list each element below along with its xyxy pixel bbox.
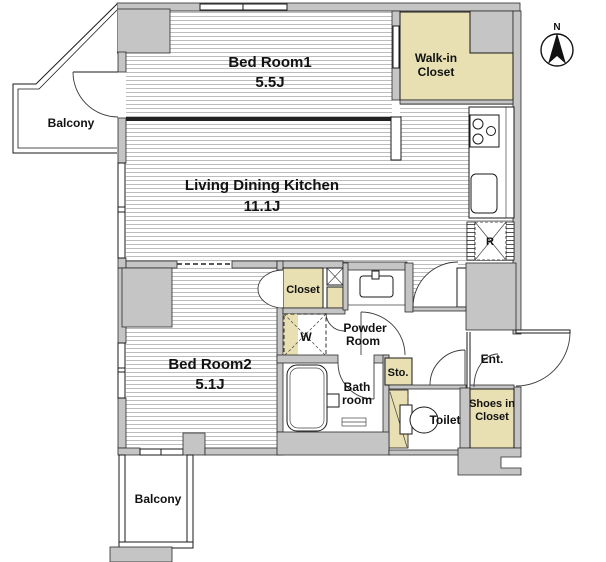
bedroom1-label: Bed Room1 — [228, 54, 311, 71]
walkin-label-2: Closet — [418, 65, 455, 79]
washer-label: W — [300, 330, 312, 344]
ldk-floor — [126, 103, 514, 308]
balcony-top-label: Balcony — [48, 116, 95, 130]
bedroom2-window — [117, 342, 126, 399]
powder-label-1: Powder — [343, 321, 387, 335]
refrigerator-label: R — [486, 236, 494, 248]
balcony-top — [12, 3, 118, 154]
compass-label: N — [553, 22, 560, 33]
ldk-window — [117, 162, 126, 259]
bathtub — [286, 364, 367, 432]
compass-icon — [540, 33, 574, 67]
bedroom1-floor — [126, 11, 392, 117]
bath-label-1: Bath — [344, 380, 371, 394]
balcony-bottom-label: Balcony — [135, 492, 182, 506]
bedroom1-window — [199, 3, 288, 11]
shoes-label-2: Closet — [475, 411, 509, 423]
toilet-area — [388, 389, 439, 449]
kitchen-counter — [468, 106, 515, 219]
storage-label: Sto. — [388, 367, 409, 379]
bedroom2-label: Bed Room2 — [168, 356, 251, 373]
sink — [470, 173, 498, 214]
shoes-label-1: Shoes in — [469, 398, 515, 410]
powder-label-2: Room — [346, 334, 380, 348]
ldk-size: 11.1J — [244, 198, 281, 215]
bath-label-2: room — [342, 393, 372, 407]
shoes-closet-area — [469, 388, 515, 449]
bedroom2-floor — [126, 268, 277, 448]
bedroom2-balcony-window — [139, 448, 184, 456]
refrigerator-space — [466, 221, 515, 261]
ldk-label: Living Dining Kitchen — [185, 177, 339, 194]
balcony-bottom — [109, 454, 194, 562]
washbasin — [347, 270, 407, 306]
bedroom2-size: 5.1J — [195, 376, 224, 393]
closet-label: Closet — [286, 284, 320, 296]
bedroom1-size: 5.5J — [255, 74, 284, 91]
entrance-label: Ent. — [481, 352, 504, 366]
storage-area — [384, 357, 413, 386]
walkin-label-1: Walk-in — [415, 51, 457, 65]
toilet-label: Toilet — [429, 413, 460, 427]
